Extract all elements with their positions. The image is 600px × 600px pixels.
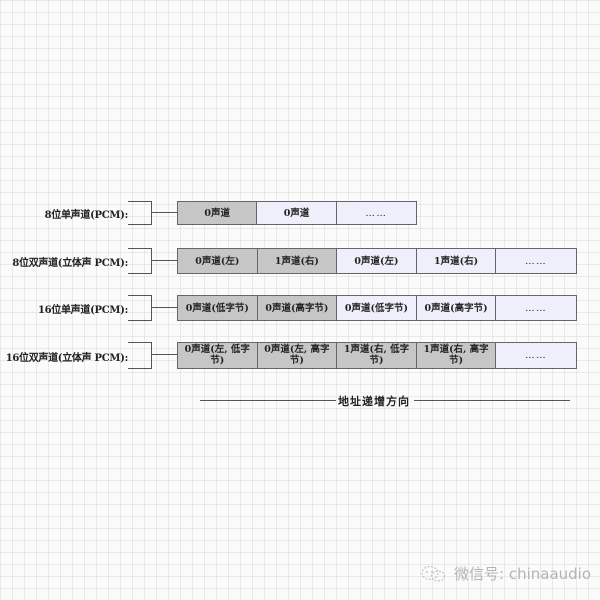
address-axis-label: 地址递增方向 (338, 395, 410, 408)
byte-cell: 0声道(左) (337, 249, 417, 273)
connector-line (152, 260, 177, 261)
byte-cell: 1声道(右, 低字节) (337, 343, 417, 368)
ellipsis-cell: …… (496, 249, 576, 273)
byte-cell: 1声道(右, 高字节) (416, 343, 497, 368)
bracket (128, 201, 152, 225)
byte-cell: 0声道(高字节) (416, 296, 497, 320)
byte-cell: 0声道(左, 高字节) (257, 343, 338, 368)
byte-row-8bit-stereo: 0声道(左) 1声道(右) 0声道(左) 1声道(右) …… (177, 248, 577, 274)
bracket (128, 248, 152, 274)
address-axis-line-right (414, 400, 570, 401)
bracket (128, 342, 152, 369)
byte-cell: 0声道(左, 低字节) (178, 343, 258, 368)
watermark: 微信号: chinaaudio (420, 563, 591, 584)
byte-row-16bit-mono: 0声道(低字节) 0声道(高字节) 0声道(低字节) 0声道(高字节) …… (177, 295, 577, 321)
bracket (128, 295, 152, 321)
byte-cell: 0声道 (178, 202, 258, 224)
row-label-8bit-stereo: 8位双声道(立体声 PCM): (12, 258, 128, 269)
ellipsis-cell: …… (336, 202, 417, 224)
byte-cell: 1声道(右) (416, 249, 497, 273)
watermark-text: 微信号: chinaaudio (454, 565, 592, 583)
byte-row-8bit-mono: 0声道 0声道 …… (177, 201, 417, 225)
byte-cell: 0声道(左) (178, 249, 258, 273)
byte-cell: 0声道(低字节) (337, 296, 417, 320)
ellipsis-cell: …… (496, 343, 576, 368)
row-label-16bit-stereo: 16位双声道(立体声 PCM): (5, 353, 129, 364)
byte-cell: 0声道(低字节) (178, 296, 258, 320)
byte-cell: 0声道(高字节) (257, 296, 338, 320)
address-axis-line-left (200, 400, 336, 401)
ellipsis-cell: …… (496, 296, 576, 320)
wechat-icon (420, 564, 448, 584)
connector-line (152, 354, 177, 355)
row-label-16bit-mono: 16位单声道(PCM): (37, 305, 128, 316)
byte-row-16bit-stereo: 0声道(左, 低字节) 0声道(左, 高字节) 1声道(右, 低字节) 1声道(… (177, 342, 577, 369)
byte-cell: 0声道 (257, 202, 337, 224)
row-label-8bit-mono: 8位单声道(PCM): (44, 210, 129, 221)
byte-cell: 1声道(右) (257, 249, 338, 273)
connector-line (152, 307, 177, 308)
connector-line (152, 212, 177, 213)
